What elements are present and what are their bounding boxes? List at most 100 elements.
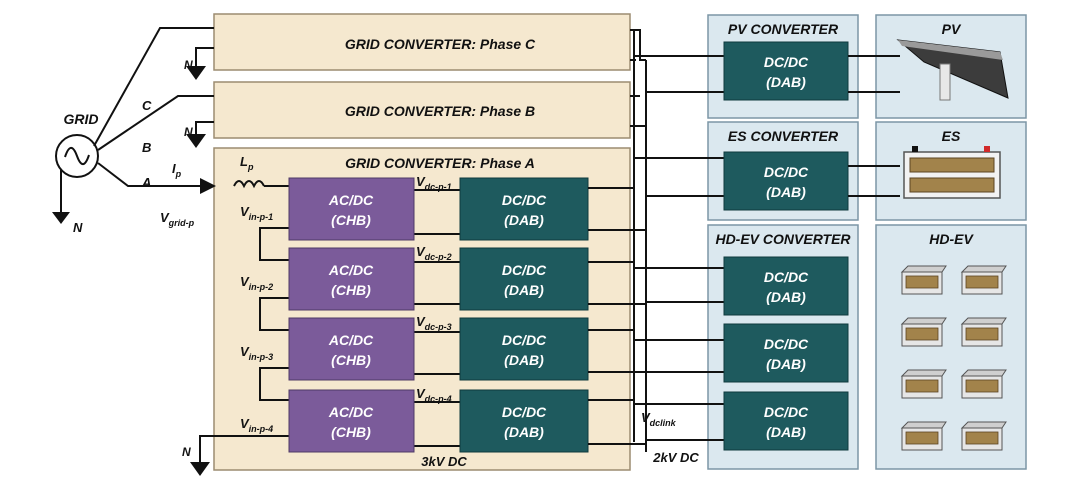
bus-2kv-label: 2kV DC (652, 450, 699, 465)
dab-label-line1: DC/DC (502, 262, 547, 278)
pv-converter-title: PV CONVERTER (728, 21, 839, 37)
hdev-load-title: HD-EV (929, 231, 974, 247)
converter-dab-label-line1: DC/DC (764, 164, 809, 180)
dclink-to-converters (634, 55, 724, 441)
converter-dab-box (723, 151, 849, 211)
current-label: Ip (172, 161, 182, 179)
converter-dab-label-line2: (DAB) (766, 289, 806, 305)
vin-label: Vin-p-2 (240, 274, 273, 292)
chb-label-line2: (CHB) (331, 424, 371, 440)
ev-battery-icon (960, 317, 1007, 347)
phase-a-label: A (141, 175, 151, 190)
dab-label-line2: (DAB) (504, 424, 544, 440)
converter-dab-box (723, 256, 849, 316)
converter-dab-boxes: DC/DC (DAB) DC/DC (DAB) DC/DC (DAB) DC/DC (DAB)… (723, 41, 849, 451)
converter-dab-label-line1: DC/DC (764, 404, 809, 420)
ev-battery-icon (900, 265, 947, 295)
converter-dab-box (723, 323, 849, 383)
dab-label-line1: DC/DC (502, 332, 547, 348)
chb-label-line2: (CHB) (331, 352, 371, 368)
ground-arrow-icon (190, 462, 210, 476)
hdev-battery-icons (900, 265, 1007, 451)
grid-converter-phase-c (213, 13, 631, 71)
converter-dab-label-line1: DC/DC (764, 336, 809, 352)
chb-label-line2: (CHB) (331, 212, 371, 228)
es-load-title: ES (942, 128, 961, 144)
vdc-label: Vdc-p-4 (416, 386, 452, 404)
grid-neutral-label: N (73, 220, 83, 235)
converter-dab-label-line2: (DAB) (766, 356, 806, 372)
bus-3kv-label: 3kV DC (421, 454, 467, 469)
chb-label-line1: AC/DC (328, 404, 374, 420)
grid-converter-phase-b (213, 81, 631, 139)
converter-dab-label-line1: DC/DC (764, 269, 809, 285)
converter-dab-label-line2: (DAB) (766, 424, 806, 440)
converter-dab-label-line1: DC/DC (764, 54, 809, 70)
dab-box (459, 177, 589, 241)
dab-label-line1: DC/DC (502, 404, 547, 420)
dab-to-dclink-wires (588, 29, 647, 452)
dab-label-line1: DC/DC (502, 192, 547, 208)
chb-box (288, 317, 415, 381)
phase-b-label: B (142, 140, 151, 155)
grid-source: GRID N C B A (52, 27, 216, 235)
vin-label: Vin-p-1 (240, 204, 273, 222)
converter-to-load-wires (848, 55, 900, 197)
grid-label: GRID (64, 111, 99, 127)
ev-battery-icon (900, 421, 947, 451)
dab-box (459, 389, 589, 453)
chb-box (288, 177, 415, 241)
converter-dab-label-line2: (DAB) (766, 74, 806, 90)
dab-label-line2: (DAB) (504, 212, 544, 228)
es-converter-title: ES CONVERTER (728, 128, 839, 144)
es-load-panel (875, 121, 1027, 221)
ground-arrow-icon (186, 66, 206, 80)
ev-battery-icon (960, 265, 1007, 295)
solar-panel-icon (896, 39, 1009, 101)
ev-battery-icon (900, 369, 947, 399)
chb-box (288, 389, 415, 453)
ev-battery-icon (960, 369, 1007, 399)
phase-a-title: GRID CONVERTER: Phase A (345, 155, 535, 171)
phase-b-title: GRID CONVERTER: Phase B (345, 103, 535, 119)
dab-box (459, 317, 589, 381)
ground-arrow-icon (186, 134, 206, 148)
pv-load-title: PV (942, 21, 962, 37)
module-links (414, 189, 460, 447)
phase-a-neutral: N (182, 445, 191, 459)
chb-label-line1: AC/DC (328, 262, 374, 278)
phase-c-neutral: N (184, 58, 193, 72)
chb-label-line1: AC/DC (328, 192, 374, 208)
chb-label-line1: AC/DC (328, 332, 374, 348)
ev-battery-icon (960, 421, 1007, 451)
converter-dab-box (723, 41, 849, 101)
phase-c-label: C (142, 98, 152, 113)
dab-label-line2: (DAB) (504, 352, 544, 368)
ev-battery-icon (900, 317, 947, 347)
vdc-label: Vdc-p-3 (416, 314, 452, 332)
phase-a-modules: AC/DC (CHB) DC/DC (DAB) Vin-p-1 Vdc-p-1AC/DC (… (240, 174, 589, 453)
vdc-label: Vdc-p-2 (416, 244, 452, 262)
hdev-converter-title: HD-EV CONVERTER (715, 231, 851, 247)
dab-label-line2: (DAB) (504, 282, 544, 298)
phase-neutrals: N N N (182, 47, 289, 476)
vin-label: Vin-p-3 (240, 344, 273, 362)
phase-c-title: GRID CONVERTER: Phase C (345, 36, 536, 52)
chb-box (288, 247, 415, 311)
chb-series-links (259, 227, 289, 401)
dab-box (459, 247, 589, 311)
converter-dab-label-line2: (DAB) (766, 184, 806, 200)
chb-label-line2: (CHB) (331, 282, 371, 298)
vin-label: Vin-p-4 (240, 416, 273, 434)
inductor-label: Lp (240, 154, 254, 172)
vdc-label: Vdc-p-1 (416, 174, 452, 192)
inductor-icon (233, 180, 265, 189)
converter-dab-box (723, 391, 849, 451)
hdev-load-panel (875, 224, 1027, 470)
phase-b-neutral: N (184, 125, 193, 139)
ground-arrow-icon (52, 212, 70, 224)
vdclink-label: Vdclink (641, 410, 677, 428)
vgrid-label: Vgrid-p (160, 210, 195, 228)
battery-pack-icon (903, 146, 1001, 199)
